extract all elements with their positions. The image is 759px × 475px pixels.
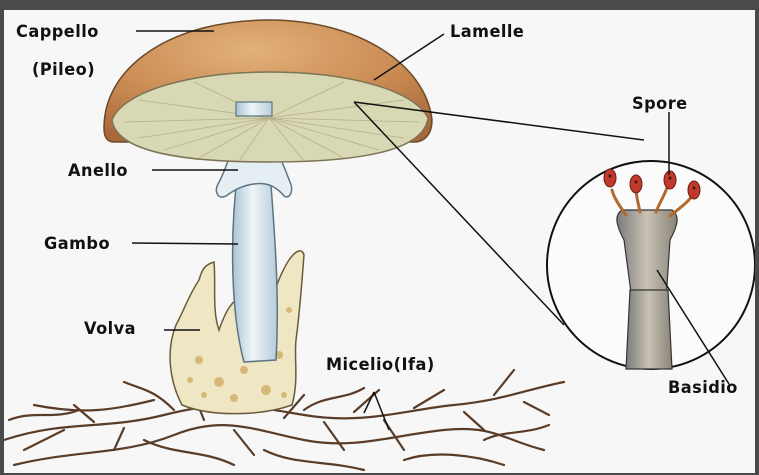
label-spore: Spore — [632, 94, 688, 114]
mushroom-illustration — [4, 10, 755, 473]
label-volva: Volva — [84, 319, 136, 339]
label-cappello: Cappello — [16, 22, 99, 42]
label-anello: Anello — [68, 161, 128, 181]
diagram-canvas: Cappello (Pileo) Lamelle Spore Anello Ga… — [4, 10, 755, 473]
label-pileo: (Pileo) — [32, 60, 95, 80]
label-gambo: Gambo — [44, 234, 110, 254]
label-micelio: Micelio(Ifa) — [326, 355, 435, 375]
cap — [104, 20, 432, 162]
label-lamelle: Lamelle — [450, 22, 524, 42]
label-basidio: Basidio — [668, 378, 738, 398]
